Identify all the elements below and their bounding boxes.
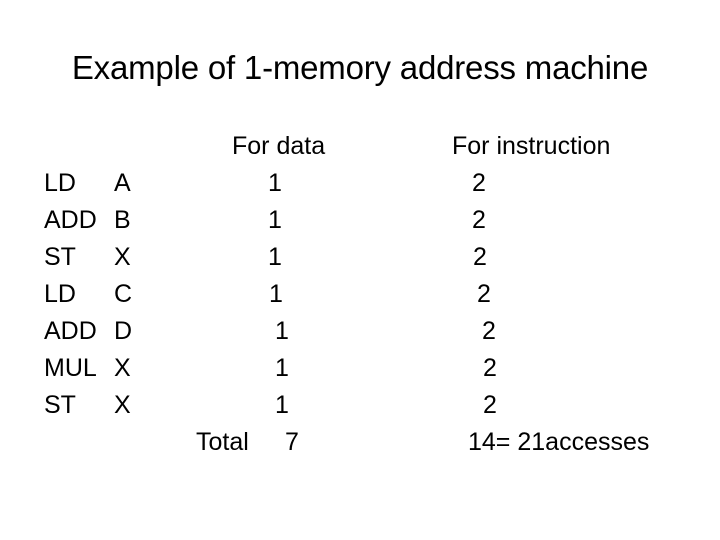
table-header-row: For data For instruction (0, 128, 720, 165)
instruction-operand: X (114, 354, 131, 382)
instruction-operand: B (114, 206, 131, 234)
table-row: LD A 1 2 (0, 165, 720, 202)
instruction-access-count: 2 (483, 391, 497, 419)
instruction-operand: A (114, 169, 131, 197)
table-row: ADD D 1 2 (0, 313, 720, 350)
instruction-mnemonic: ADD (44, 206, 97, 234)
data-access-count: 1 (268, 243, 282, 271)
instruction-mnemonic: LD (44, 280, 76, 308)
table-row: ST X 1 2 (0, 387, 720, 424)
table-row: LD C 1 2 (0, 276, 720, 313)
instruction-operand: X (114, 391, 131, 419)
instruction-access-count: 2 (472, 169, 486, 197)
instruction-mnemonic: ADD (44, 317, 97, 345)
instruction-access-count: 2 (473, 243, 487, 271)
table-row: MUL X 1 2 (0, 350, 720, 387)
data-access-count: 1 (268, 206, 282, 234)
instruction-access-count: 2 (482, 317, 496, 345)
table-row: ST X 1 2 (0, 239, 720, 276)
memory-access-table: For data For instruction LD A 1 2 ADD B … (0, 128, 720, 461)
data-access-count: 1 (275, 391, 289, 419)
page-title: Example of 1-memory address machine (71, 49, 649, 87)
data-access-count: 1 (275, 317, 289, 345)
instruction-access-count: 2 (472, 206, 486, 234)
instruction-operand: D (114, 317, 133, 345)
instruction-mnemonic: ST (44, 391, 76, 419)
total-label: Total (196, 428, 249, 456)
column-header-for-data: For data (232, 132, 326, 160)
instruction-access-count: 2 (477, 280, 491, 308)
data-access-count: 1 (269, 280, 283, 308)
total-data-accesses: 7 (285, 428, 299, 456)
total-instruction-accesses: 14= 21accesses (468, 428, 650, 456)
instruction-operand: C (114, 280, 133, 308)
instruction-operand: X (114, 243, 131, 271)
data-access-count: 1 (268, 169, 282, 197)
data-access-count: 1 (275, 354, 289, 382)
instruction-access-count: 2 (483, 354, 497, 382)
instruction-mnemonic: MUL (44, 354, 97, 382)
table-row: ADD B 1 2 (0, 202, 720, 239)
table-totals-row: Total 7 14= 21accesses (0, 424, 720, 461)
column-header-for-instruction: For instruction (452, 132, 611, 160)
instruction-mnemonic: LD (44, 169, 76, 197)
instruction-mnemonic: ST (44, 243, 76, 271)
